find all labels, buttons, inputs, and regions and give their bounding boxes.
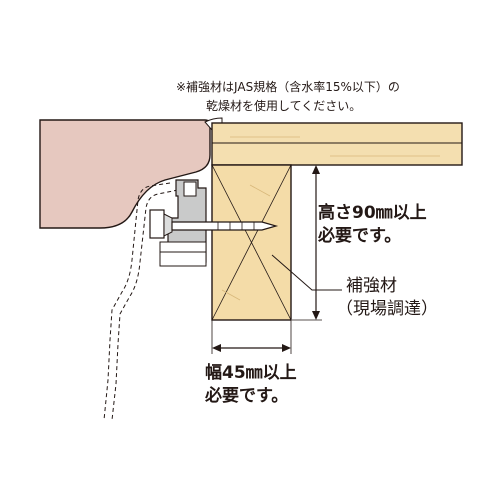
drying-note-line2: 乾燥材を使用してください。 [206, 99, 362, 113]
height-requirement-label: 高さ90㎜以上 必要です。 [318, 202, 427, 248]
bracket-base [159, 251, 207, 267]
timber-grain [249, 184, 271, 197]
member-leader-line [271, 254, 342, 291]
timber-cross-line [211, 164, 292, 321]
height-arrow-bottom [312, 311, 320, 320]
timber-grain [221, 289, 241, 301]
reinforcement-member-line1: 補強材 [346, 276, 397, 296]
drying-note-line1: ※補強材はJAS規格（含水率15%以下）の [176, 80, 400, 94]
width-requirement-line1: 幅45㎜以上 [205, 363, 297, 383]
height-requirement-line2: 必要です。 [318, 226, 402, 246]
top-board [211, 122, 463, 166]
reinforcement-member-line2: （現場調達） [336, 299, 438, 319]
width-arrow-right [282, 344, 291, 352]
bracket-clip [183, 181, 197, 197]
reinforcement-member-label: 補強材 （現場調達） [336, 275, 438, 321]
screw-shank [171, 221, 279, 231]
cabinet-dashed-outline [103, 182, 171, 421]
screw-head [149, 209, 165, 239]
drying-note: ※補強材はJAS規格（含水率15%以下）の 乾燥材を使用してください。 [176, 78, 400, 116]
width-requirement-label: 幅45㎜以上 必要です。 [205, 362, 297, 408]
width-requirement-line2: 必要です。 [205, 386, 289, 406]
width-arrow-left [212, 344, 221, 352]
bracket-base [159, 241, 207, 253]
screw-washer [163, 213, 173, 237]
height-requirement-line1: 高さ90㎜以上 [318, 203, 427, 223]
height-arrow-top [312, 165, 320, 174]
cabinet-dashed-outline [111, 189, 179, 421]
